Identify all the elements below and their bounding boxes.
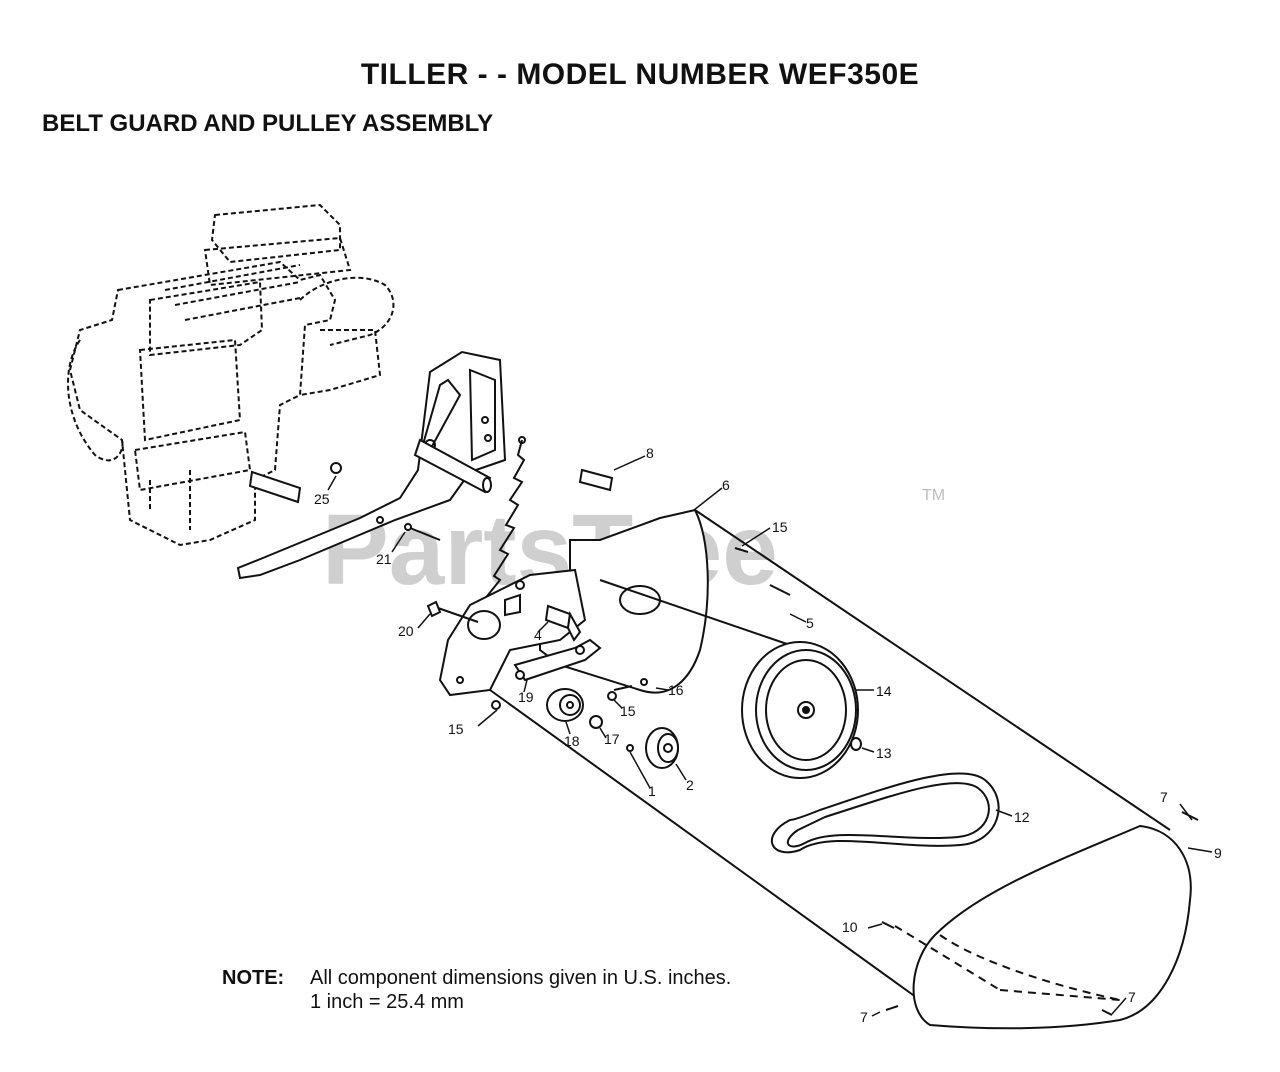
- callout-7-bottom-right: 7: [1128, 989, 1136, 1005]
- callout-9: 9: [1214, 845, 1222, 861]
- note-line-2: 1 inch = 25.4 mm: [310, 991, 464, 1013]
- callout-15-left: 15: [448, 721, 464, 737]
- small-hardware: [330, 462, 791, 752]
- note-line-1: All component dimensions given in U.S. i…: [310, 967, 732, 989]
- pin-part-8: [578, 468, 614, 492]
- callout-17: 17: [604, 731, 620, 747]
- bolt-part-20: [426, 600, 479, 623]
- callout-1: 1: [648, 783, 656, 799]
- cover-screws: [881, 811, 1199, 1016]
- large-pulley: [741, 641, 859, 779]
- idler-arm: [513, 638, 602, 682]
- callout-15-mid: 15: [620, 703, 636, 719]
- bolt-part-4: [544, 604, 582, 642]
- callout-5: 5: [806, 615, 814, 631]
- callout-leaders: [327, 455, 1213, 1017]
- callout-8: 8: [646, 445, 654, 461]
- nut-part-17: [589, 715, 603, 729]
- watermark-trademark: TM: [922, 487, 945, 504]
- note-label: NOTE:: [222, 967, 285, 989]
- note-block: NOTE: All component dimensions given in U…: [222, 966, 731, 1014]
- callout-labels: 8 6 15 5 25 21 20 4 16 15 19 18 17 15 1 …: [314, 445, 1222, 1025]
- callout-19: 19: [518, 689, 534, 705]
- callout-13: 13: [876, 745, 892, 761]
- callout-12: 12: [1014, 809, 1030, 825]
- callout-10: 10: [842, 919, 858, 935]
- callout-2: 2: [686, 777, 694, 793]
- diagram-subtitle: BELT GUARD AND PULLEY ASSEMBLY: [42, 110, 494, 137]
- callout-16: 16: [668, 682, 684, 698]
- front-plate: [438, 568, 587, 697]
- callout-14: 14: [876, 683, 892, 699]
- callout-20: 20: [398, 623, 414, 639]
- callout-7-bottom-left: 7: [860, 1009, 868, 1025]
- callout-15-top: 15: [772, 519, 788, 535]
- callout-18: 18: [564, 733, 580, 749]
- callout-4: 4: [534, 627, 542, 643]
- belt-cover: [894, 824, 1192, 1030]
- tension-spring: [483, 436, 526, 601]
- engine-shaft: [248, 470, 302, 504]
- callout-7-right: 7: [1160, 789, 1168, 805]
- washer-part-13: [850, 737, 862, 751]
- callout-6: 6: [722, 477, 730, 493]
- diagram-title: TILLER - - MODEL NUMBER WEF350E: [360, 58, 920, 91]
- idler-pulley: [546, 688, 584, 722]
- engine-pulley: [645, 727, 679, 769]
- callout-25: 25: [314, 491, 330, 507]
- shaft-rod: [413, 438, 492, 494]
- callout-21: 21: [376, 551, 392, 567]
- drive-belt: [770, 772, 1000, 854]
